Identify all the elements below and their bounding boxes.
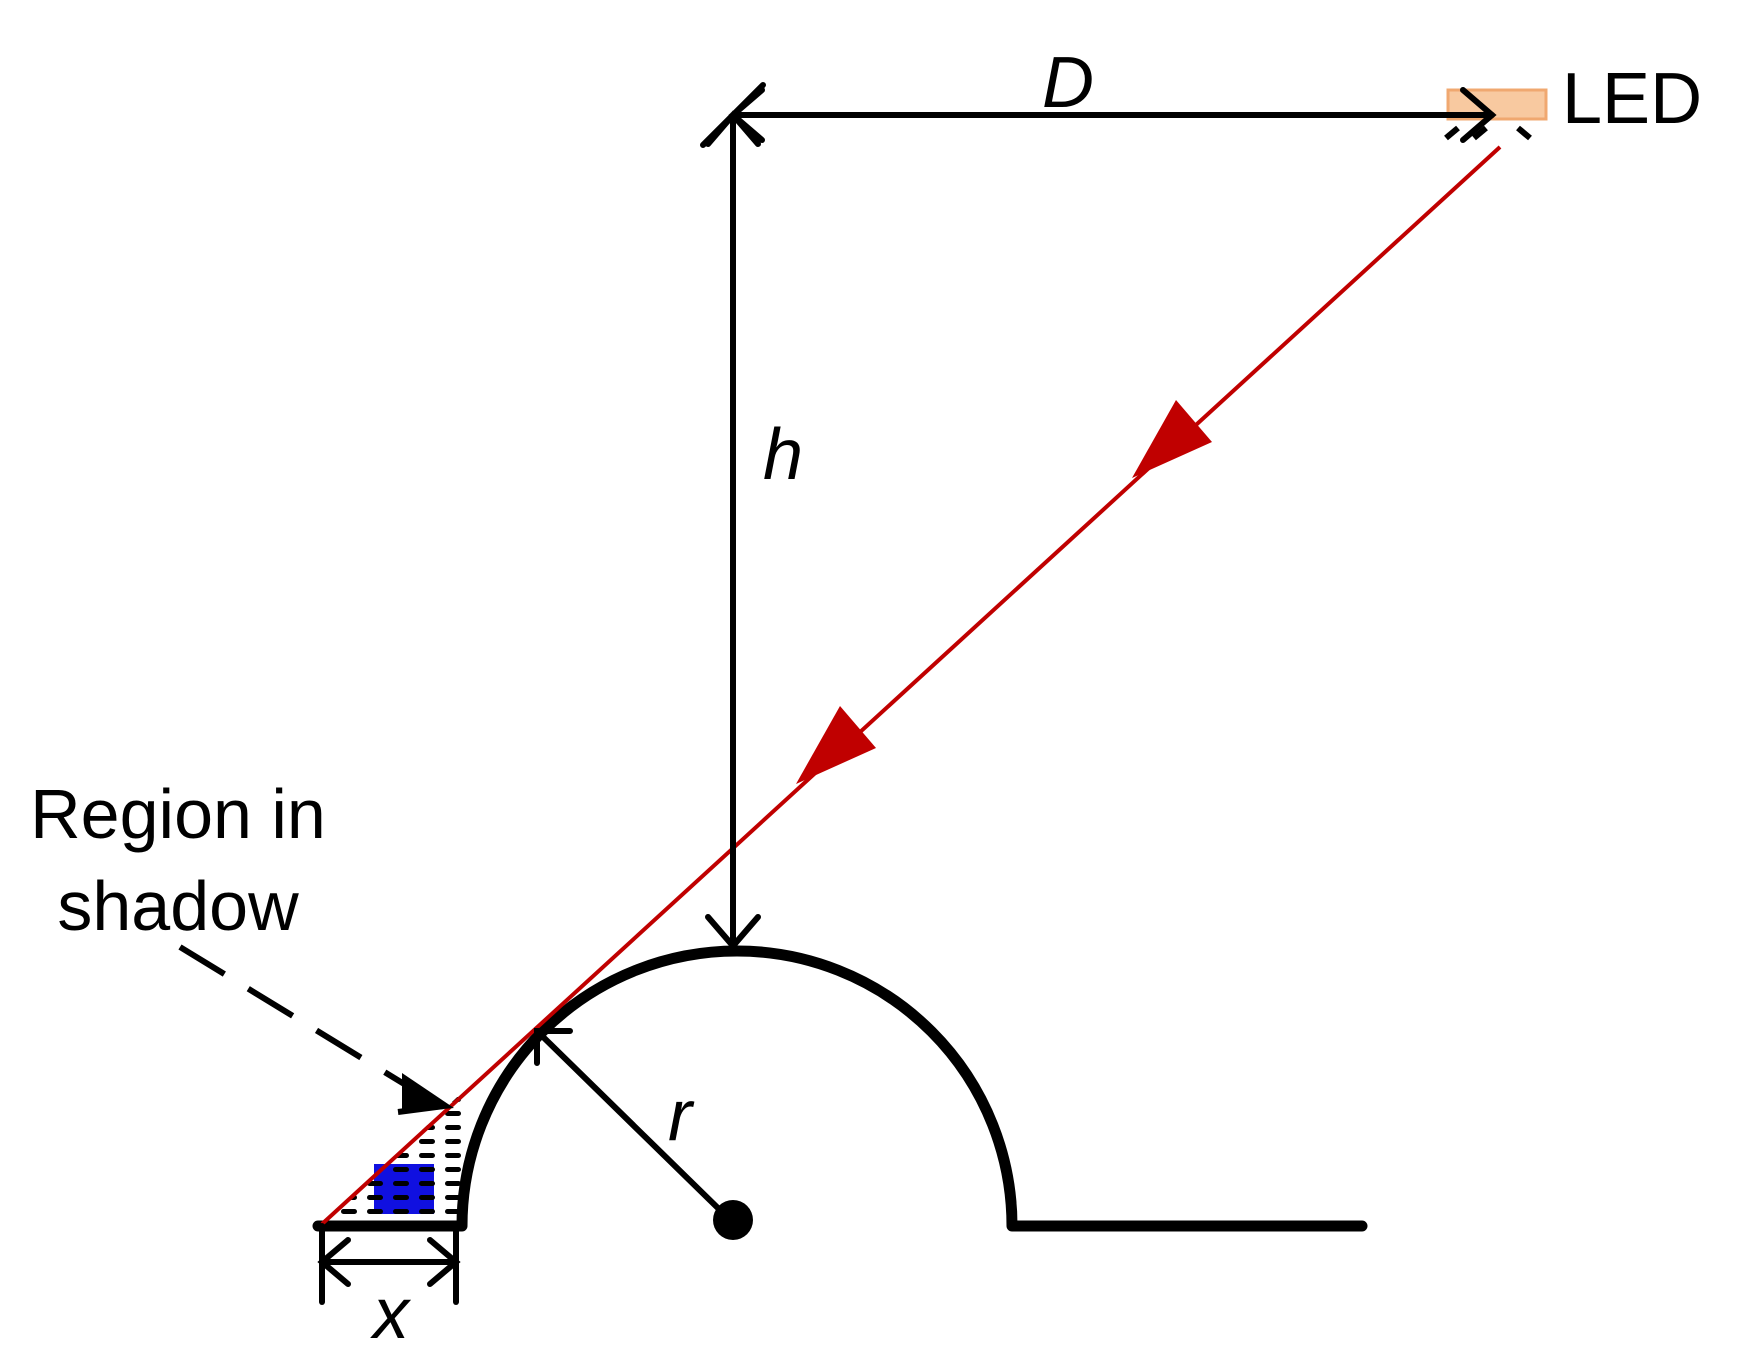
shadow-width-dimension	[317, 1223, 461, 1305]
distance-label: D	[1042, 43, 1094, 123]
shadow-width-label: x	[370, 1274, 412, 1354]
shadow-pointer-arrow	[178, 944, 416, 1093]
radius-label: r	[668, 1076, 695, 1156]
distance-dimension	[700, 82, 1497, 148]
ray-arrowhead-lower	[796, 706, 876, 784]
bump-center-point	[713, 1200, 753, 1240]
shadow-pointer-arrowhead	[402, 1073, 454, 1113]
led-label: LED	[1562, 59, 1702, 139]
shadow-pointer-tick	[397, 1103, 445, 1115]
light-ray	[320, 145, 1502, 1226]
led-emission-dash	[1516, 125, 1532, 141]
height-label: h	[763, 415, 803, 495]
radius-dimension	[534, 1028, 726, 1216]
surface-with-bump	[312, 945, 1368, 1232]
shadow-label-line1: Region in	[30, 775, 326, 853]
shadow-label-line2: shadow	[57, 867, 299, 945]
led-emission-dash	[1472, 125, 1488, 141]
ray-arrowhead-upper	[1132, 400, 1212, 478]
height-dimension	[705, 110, 761, 951]
led-emission-dash	[1444, 125, 1460, 141]
